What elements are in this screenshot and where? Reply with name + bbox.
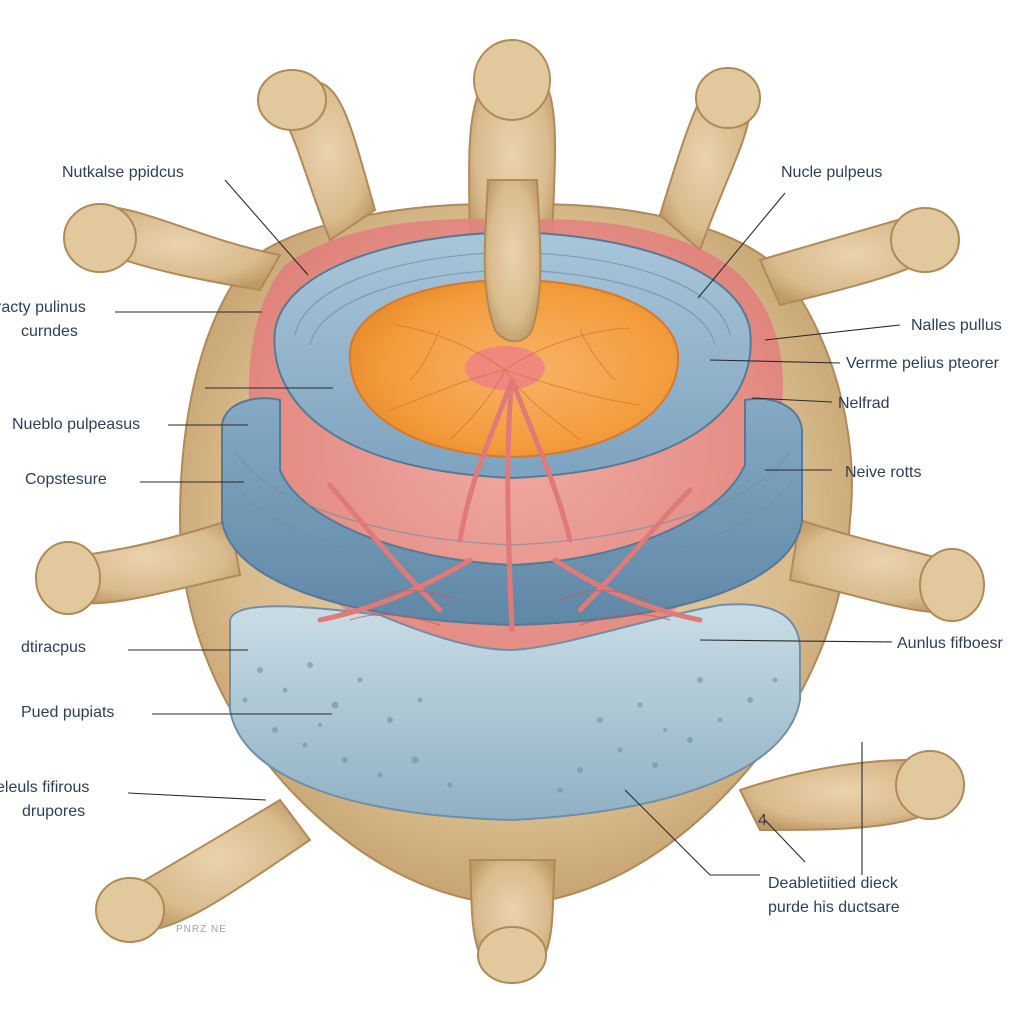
leader-lines bbox=[115, 179, 901, 876]
label-left-1b: curndes bbox=[21, 323, 78, 340]
label-right-5: Aunlus fifboesr bbox=[897, 635, 1004, 652]
bottom-process-knob bbox=[477, 926, 547, 984]
label-left-3: Copstesure bbox=[25, 471, 107, 488]
disc-side bbox=[221, 397, 803, 627]
label-marker-4: 4 bbox=[758, 812, 767, 829]
top-process-knob bbox=[473, 39, 551, 121]
label-top-left: Nutkalse ppidcus bbox=[62, 164, 184, 181]
watermark: PNRZ NE bbox=[176, 924, 227, 935]
top-process-front bbox=[483, 179, 542, 343]
lower-right-knob bbox=[895, 750, 965, 820]
label-bottom-right-b: purde his ductsare bbox=[768, 899, 900, 916]
label-left-4: dtiracpus bbox=[21, 639, 86, 656]
left-upper-knob bbox=[63, 203, 137, 273]
label-left-5: Pued pupiats bbox=[21, 704, 114, 721]
label-right-3: Nelfrad bbox=[838, 395, 890, 412]
labels: Nutkalse ppidcus Nucle pulpeus racty pul… bbox=[0, 164, 1004, 935]
label-left-1a: racty pulinus bbox=[0, 299, 86, 316]
lower-left-knob bbox=[95, 877, 165, 943]
left-middle-knob bbox=[35, 541, 101, 615]
label-right-4: Neive rotts bbox=[845, 464, 921, 481]
label-left-6a: eleuls fifirous bbox=[0, 779, 89, 796]
nucleus-pulposus bbox=[348, 278, 680, 459]
right-upper-knob bbox=[890, 207, 960, 273]
label-bottom-right-a: Deabletiitied dieck bbox=[768, 875, 899, 892]
lower-disc-pores bbox=[242, 662, 778, 793]
nerve-roots bbox=[317, 377, 703, 633]
nerve-fibers bbox=[349, 590, 671, 626]
label-top-right: Nucle pulpeus bbox=[781, 164, 882, 181]
top-right-knob bbox=[695, 67, 761, 129]
lower-disc bbox=[229, 603, 801, 822]
label-left-2: Nueblo pulpeasus bbox=[12, 416, 140, 433]
label-right-2: Verrme pelius pteorer bbox=[846, 355, 1000, 372]
right-middle-knob bbox=[919, 548, 985, 622]
top-left-knob bbox=[257, 69, 327, 131]
label-left-6b: drupores bbox=[22, 803, 85, 820]
label-right-1: Nalles pullus bbox=[911, 317, 1002, 334]
